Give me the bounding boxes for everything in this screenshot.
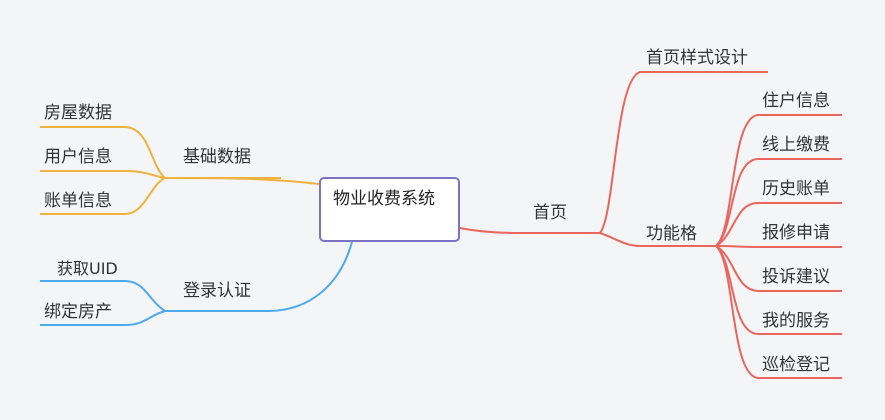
complaint-node[interactable]: 投诉建议 (762, 267, 830, 287)
link-user-info (40, 170, 166, 179)
link-inspection (715, 245, 842, 379)
link-bill-info (40, 177, 166, 215)
link-house-data (40, 126, 166, 179)
home-connectors (459, 71, 842, 379)
resident-info-node[interactable]: 住户信息 (762, 91, 830, 111)
link-get-uid (40, 280, 166, 312)
bill-info-node[interactable]: 账单信息 (44, 191, 112, 211)
basic-data-node[interactable]: 基础数据 (183, 147, 251, 167)
home-node[interactable]: 首页 (533, 203, 567, 223)
basic-data-connectors (40, 126, 320, 215)
inspection-node[interactable]: 巡检登记 (762, 355, 830, 375)
login-auth-connectors (40, 241, 353, 326)
link-repair-request (715, 245, 842, 248)
link-bind-property (40, 310, 166, 326)
home-main-link (459, 227, 600, 234)
function-grid-node[interactable]: 功能格 (646, 224, 697, 244)
get-uid-node[interactable]: 获取UID (57, 259, 118, 278)
link-online-pay (715, 158, 842, 247)
house-data-node[interactable]: 房屋数据 (44, 103, 112, 123)
login-auth-main-link (165, 241, 353, 312)
link-complaint (715, 245, 842, 292)
bind-property-node[interactable]: 绑定房产 (44, 302, 112, 322)
user-info-node[interactable]: 用户信息 (44, 147, 112, 167)
link-bill-history (715, 202, 842, 247)
style-design-node[interactable]: 首页样式设计 (646, 48, 748, 68)
repair-request-node[interactable]: 报修申请 (762, 223, 830, 243)
my-service-node[interactable]: 我的服务 (762, 311, 830, 331)
online-pay-node[interactable]: 线上缴费 (762, 135, 830, 155)
login-auth-node[interactable]: 登录认证 (183, 281, 251, 301)
root-node[interactable]: 物业收费系统 (319, 177, 460, 242)
link-style-design (599, 71, 768, 234)
link-function-grid (599, 232, 716, 247)
bill-history-node[interactable]: 历史账单 (762, 179, 830, 199)
